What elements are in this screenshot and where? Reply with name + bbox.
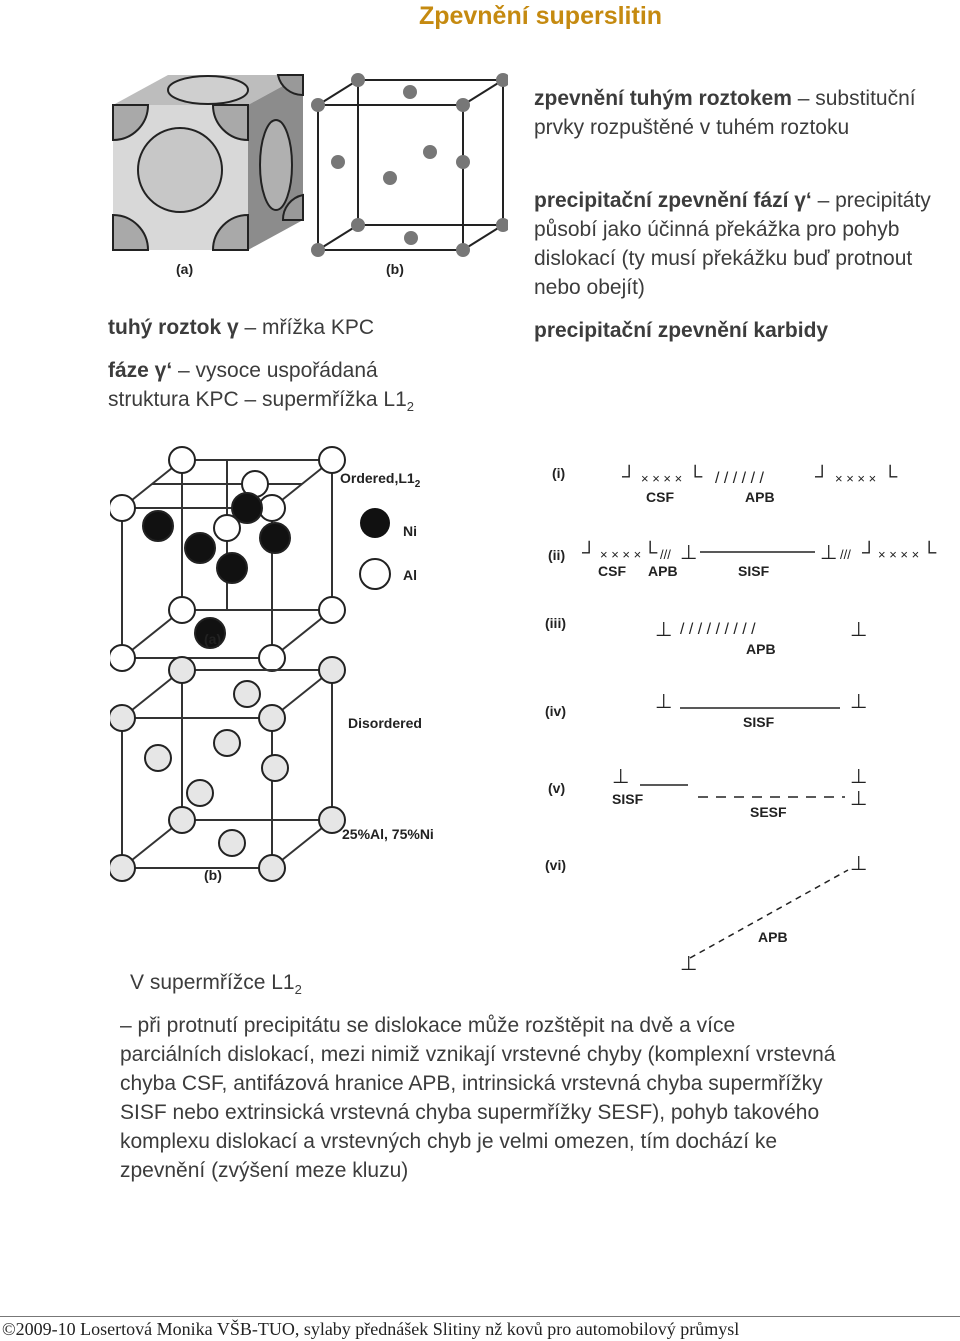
row-label-v: (v) <box>548 780 565 796</box>
right-paragraph-3: precipitační zpevnění karbidy <box>534 319 829 342</box>
page-footer: ©2009-10 Losertová Monika VŠB-TUO, sylab… <box>0 1316 960 1340</box>
disordered-label: Disordered <box>348 715 422 731</box>
bottom-line: parciálních dislokací, mezi nimiž vznika… <box>120 1043 836 1066</box>
page-title: Zpevnění superslitin <box>418 2 663 30</box>
al-legend-label: Al <box>403 567 417 583</box>
svg-text:⊥: ⊥ <box>850 766 867 788</box>
svg-text:┘: ┘ <box>622 464 636 488</box>
bottom-line: – při protnutí precipitátu se dislokace … <box>120 1014 736 1037</box>
svg-text:///: /// <box>660 547 671 562</box>
i-apb-label: APB <box>745 489 775 505</box>
ni-legend-marker <box>360 508 390 538</box>
svg-text:└: └ <box>883 464 898 488</box>
l1-bold: tuhý roztok γ <box>108 316 239 339</box>
v-sesf-label: SESF <box>750 804 787 820</box>
l3-sub: 2 <box>406 399 415 415</box>
row-label-i: (i) <box>552 465 565 481</box>
bottom-line: SISF nebo extrinsická vrstevná chyba sup… <box>120 1101 820 1124</box>
svg-text:┘: ┘ <box>862 540 876 564</box>
fig1-label-a: (a) <box>176 261 193 277</box>
svg-text:× × × ×: × × × × <box>835 471 876 486</box>
vi-apb-label: APB <box>758 929 788 945</box>
svg-text:┘: ┘ <box>582 540 596 564</box>
ii-csf-label: CSF <box>598 563 626 579</box>
svg-text:┘: ┘ <box>815 464 829 488</box>
l2-rest: – vysoce uspořádaná <box>172 359 378 382</box>
svg-text:⊥: ⊥ <box>680 953 697 975</box>
bottom-heading-prefix: V supermřížce L1 <box>130 971 295 994</box>
svg-text:⊥: ⊥ <box>850 788 867 810</box>
svg-text:× × × ×: × × × × <box>600 547 641 562</box>
bottom-heading: V supermřížce L12 <box>130 968 302 1004</box>
row-label-vi: (vi) <box>545 857 566 873</box>
fig1-label-b: (b) <box>386 261 404 277</box>
composition-label: 25%Al, 75%Ni <box>342 826 434 842</box>
svg-text:└: └ <box>922 540 937 564</box>
bottom-line: zpevnění (zvýšení meze kluzu) <box>120 1159 409 1182</box>
svg-text:└: └ <box>643 540 658 564</box>
left-line-2: fáze γ‘ – vysoce uspořádaná <box>108 356 378 385</box>
bottom-line: chyba CSF, antifázová hranice APB, intri… <box>120 1072 823 1095</box>
svg-text:× × × ×: × × × × <box>641 471 682 486</box>
svg-text:/ / / / / / / / /: / / / / / / / / / <box>680 621 756 638</box>
svg-text:⊥: ⊥ <box>655 619 672 641</box>
svg-text:⊥: ⊥ <box>850 853 867 875</box>
l3-prefix: struktura KPC – supermřížka L1 <box>108 388 407 411</box>
fcc-hard-sphere-cell: (a) <box>112 74 304 277</box>
v-sisf-label: SISF <box>612 791 644 807</box>
p2-bold: precipitační zpevnění fází γ‘ <box>534 189 812 212</box>
i-csf-label: CSF <box>646 489 674 505</box>
dislocation-dissociation-figure: (i) (ii) (iii) (iv) (v) (vi) ┘× × × ×└ /… <box>545 464 937 975</box>
ii-apb-label: APB <box>648 563 678 579</box>
svg-text:⊥: ⊥ <box>655 691 672 713</box>
l2-bold: fáze γ‘ <box>108 359 173 382</box>
svg-text:× × × ×: × × × × <box>878 547 919 562</box>
row-label-iii: (iii) <box>545 615 566 631</box>
row-label-iv: (iv) <box>545 703 566 719</box>
row-label-ii: (ii) <box>548 547 565 563</box>
bottom-heading-sub: 2 <box>294 982 302 998</box>
svg-text:⊥: ⊥ <box>820 542 837 564</box>
l1-rest: – mřížka KPC <box>238 316 375 339</box>
p2-rest: – precipitáty působí jako účinná překážk… <box>534 189 931 299</box>
ii-sisf-label: SISF <box>738 563 770 579</box>
disordered-cell: Disordered 25%Al, 75%Ni (b) <box>110 656 434 883</box>
al-legend-marker <box>359 558 391 590</box>
ordered-sub: 2 <box>415 479 421 490</box>
svg-text:///: /// <box>840 547 851 562</box>
right-paragraph-1: zpevnění tuhým roztokem – substituční pr… <box>534 84 958 142</box>
ordered-cell: Ordered,L12 Ni Al (a) <box>110 446 421 672</box>
right-paragraph-2: precipitační zpevnění fází γ‘ – precipit… <box>534 186 960 302</box>
bottom-line: komplexu dislokací a vrstevných chyb je … <box>120 1130 778 1153</box>
svg-text:Ordered,L12: Ordered,L12 <box>340 470 421 490</box>
iii-apb-label: APB <box>746 641 776 657</box>
fig2-label-b: (b) <box>204 867 222 883</box>
fcc-wireframe-cell: (b) <box>311 73 508 277</box>
left-line-3: struktura KPC – supermřížka L12 <box>108 385 414 421</box>
iv-sisf-label: SISF <box>743 714 775 730</box>
fcc-lattice-figure: (a) (b) <box>112 73 508 277</box>
left-line-1: tuhý roztok γ – mřížka KPC <box>108 313 374 342</box>
svg-text:⊥: ⊥ <box>850 691 867 713</box>
fig2-label-a: (a) <box>204 631 221 647</box>
svg-text:└: └ <box>688 464 703 488</box>
svg-text:/ / / / / /: / / / / / / <box>715 470 764 487</box>
ni-legend-label: Ni <box>403 523 417 539</box>
p1-rest: – substituční prvky rozpuštěné v tuhém r… <box>534 87 916 139</box>
ni3al-structure-figure: Ordered,L12 Ni Al (a) Disordered 25%Al, … <box>110 446 434 883</box>
svg-text:⊥: ⊥ <box>612 766 629 788</box>
ordered-label: Ordered,L1 <box>340 470 415 486</box>
p1-bold: zpevnění tuhým roztokem <box>534 87 792 110</box>
svg-text:⊥: ⊥ <box>850 619 867 641</box>
svg-text:⊥: ⊥ <box>680 542 697 564</box>
bottom-paragraph: – při protnutí precipitátu se dislokace … <box>120 1011 958 1185</box>
